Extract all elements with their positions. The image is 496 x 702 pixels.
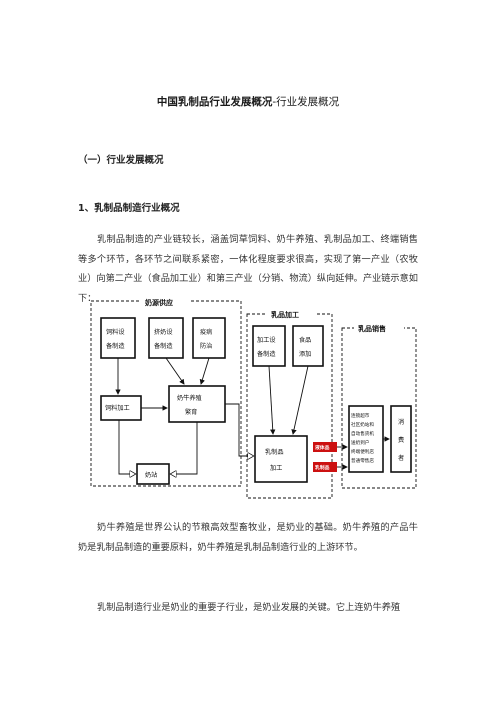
consumer-char-2: 费 [398,436,404,444]
breeding-line2: 繁育 [185,408,197,416]
consumer-char-3: 者 [398,455,404,462]
processing-equipment-line2: 备制造 [257,350,276,358]
box-raw-milk [136,463,170,485]
section-supply-label: 奶源供应 [145,298,173,307]
heading-dairy-manufacturing: 1、乳制品制造行业概况 [78,203,180,214]
box-consumer [390,405,412,473]
label-liquid-bg [313,442,337,452]
disease-control-line1: 疫病 [200,328,212,336]
milking-equipment-line1: 挤奶设 [154,328,173,336]
industry-chain-diagram: 奶源供应 乳品加工 乳品销售 饲料设 备制造 挤奶设 备制造 疫病 防治 饲料加… [89,296,417,524]
box-food-additives [292,325,324,367]
food-additives-line1: 食品 [299,336,311,344]
raw-milk-label: 奶站 [145,471,157,479]
title-sub: -行业发展概况 [272,96,340,108]
feed-processing-label: 饲料加工 [105,404,130,412]
channel-3: 自动售货机 [351,430,374,437]
box-milking-equipment [148,317,184,359]
section-sales-label: 乳品销售 [358,324,386,333]
feed-equipment-line1: 饲料设 [106,328,125,336]
label-liquid: 液体品 [315,444,330,451]
disease-control-line2: 防治 [200,342,212,350]
milking-equipment-line2: 备制造 [154,342,173,350]
document-title: 中国乳制品行业发展概况-行业发展概况 [0,94,496,109]
channel-5: 终端便利店 [351,448,374,455]
channel-2: 社区奶站和 [351,421,374,428]
consumer-char-1: 消 [398,418,404,426]
title-main: 中国乳制品行业发展概况 [156,96,273,108]
label-dairy: 乳制品 [315,464,330,471]
paragraph-dairy-manufacturing: 乳制品制造行业是奶业的重要子行业，是奶业发展的关键。它上连奶牛养殖 [97,602,401,613]
heading-industry-overview: （一）行业发展概况 [78,155,164,166]
channel-1: 连锁超市 [351,412,370,419]
paragraph-industry-chain: 乳制品制造的产业链较长，涵盖饲草饲料、奶牛养殖、乳制品加工、终端销售等多个环节，… [78,234,418,304]
processing-equipment-line1: 加工设 [257,336,276,344]
section-processing-label: 乳品加工 [271,310,299,319]
feed-equipment-line2: 备制造 [106,342,125,350]
channel-4: 送奶到户 [351,439,369,446]
box-disease-control [192,317,226,359]
box-breeding [168,385,226,423]
label-dairy-bg [313,462,337,472]
box-processing-equipment [252,325,286,367]
channel-6: 普通零售店 [351,457,374,464]
box-feed-processing [100,395,142,421]
box-feed-equipment [100,317,136,359]
dairy-processing-line2: 加工 [270,464,282,472]
box-dairy-processing [254,435,308,483]
food-additives-line2: 添加 [299,350,311,358]
dairy-processing-line1: 乳制品 [265,448,284,456]
breeding-line1: 奶牛养殖 [177,394,202,402]
paragraph-dairy-farming: 奶牛养殖是世界公认的节粮高效型畜牧业，是奶业的基础。奶牛养殖的产品牛奶是乳制品制… [78,522,418,553]
